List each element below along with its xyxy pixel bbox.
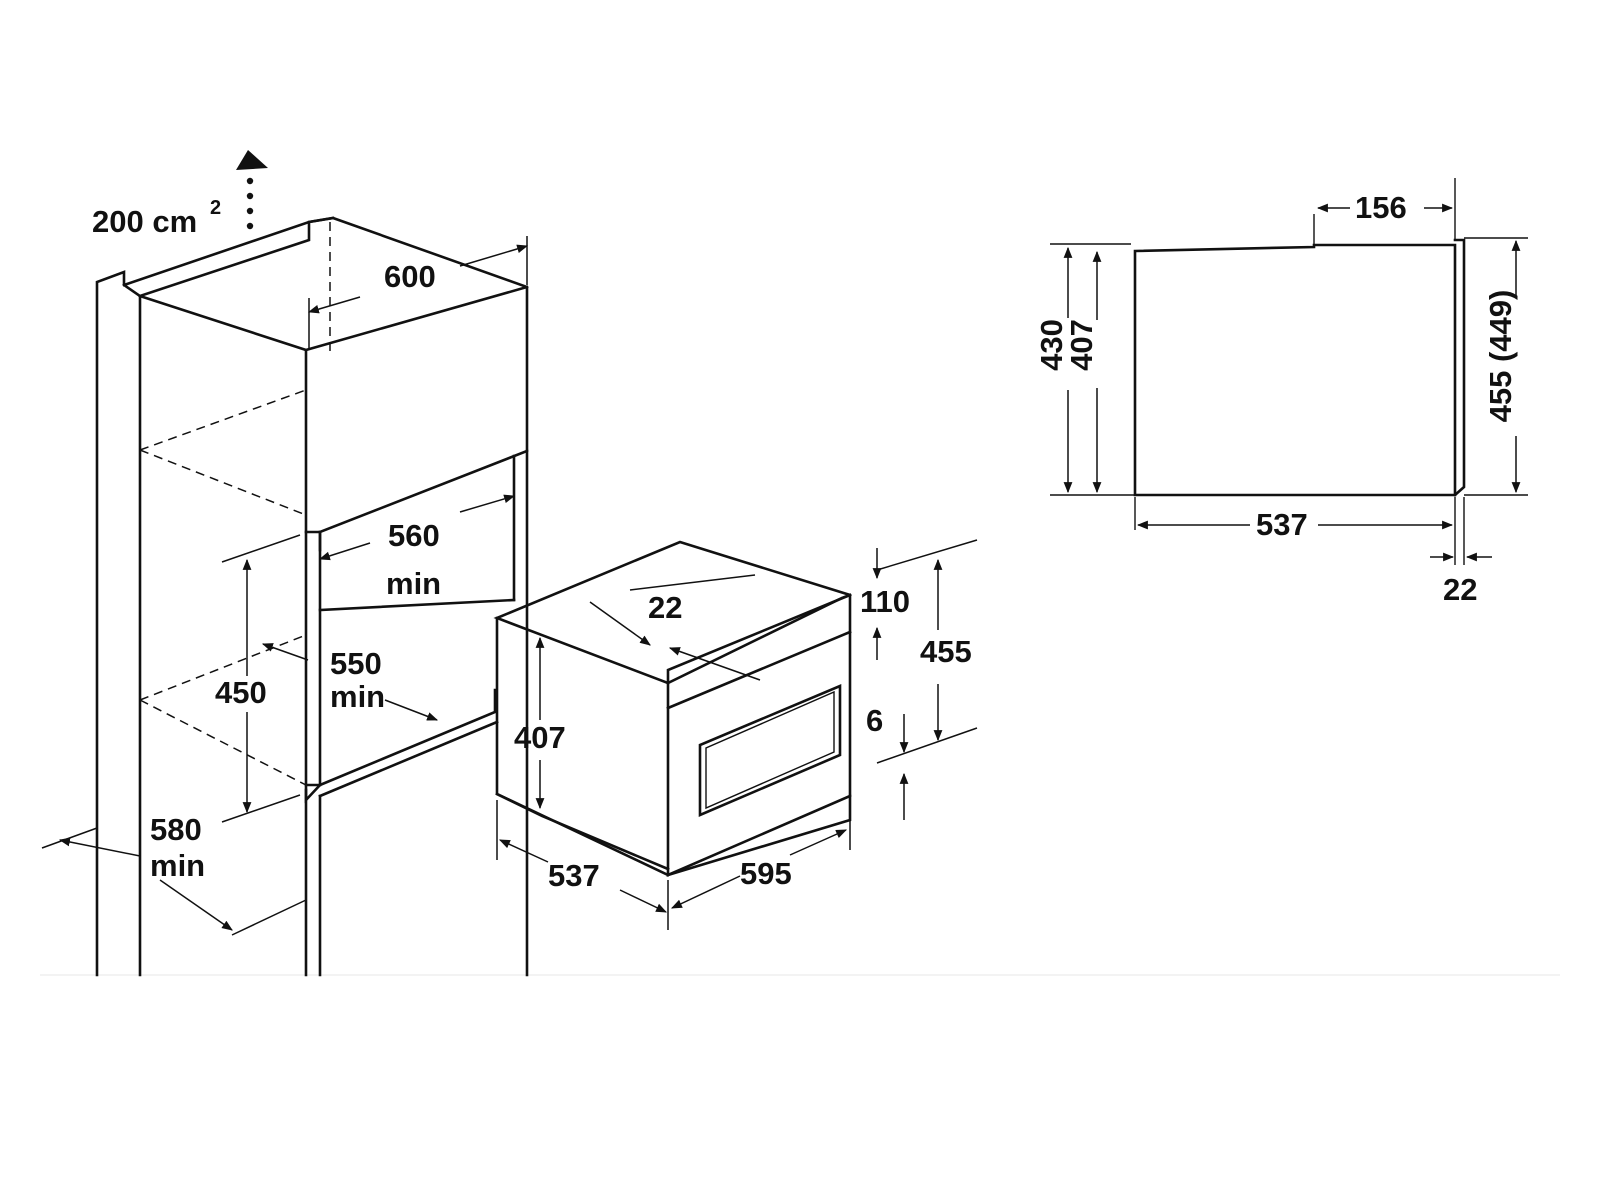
cabinet [95, 216, 529, 977]
door-top-edge [666, 593, 852, 685]
oven-window [698, 684, 842, 817]
vent-arrow [236, 150, 268, 230]
side-body [1133, 243, 1457, 497]
vent-area-label: 200 cm [92, 204, 197, 239]
shelf-front [304, 783, 323, 804]
cabinet-top-front-edge [138, 294, 308, 352]
bottom-gap-label: 6 [866, 703, 883, 738]
cabinet-top-box [138, 216, 529, 534]
hidden-line [139, 449, 307, 516]
cabinet-depth-min-label: min [150, 848, 205, 883]
oven-width-label: 595 [740, 856, 792, 891]
cabinet-depth-label: 580 [150, 812, 202, 847]
niche-height-label: 450 [215, 675, 267, 710]
oven-height-label: 407 [514, 720, 566, 755]
oven-window-inner [705, 690, 835, 810]
oven-bottom-edge [495, 792, 670, 871]
side-dimensions [1063, 203, 1521, 562]
control-strip-edge [666, 630, 852, 710]
shelf-lower-edge [318, 720, 499, 798]
niche-depth-label: 550 [330, 646, 382, 681]
side-depth-label: 537 [1256, 507, 1308, 542]
niche-depth-min-label: min [330, 679, 385, 714]
hidden-line [139, 389, 307, 451]
vent-area-exponent: 2 [210, 197, 221, 219]
cabinet-left-panel [95, 270, 142, 977]
oven-depth-label: 537 [548, 858, 600, 893]
labels: 200 cm 2 600 560 min 550 min 450 580 min… [92, 190, 1518, 893]
cabinet-dimensions [41, 236, 529, 936]
niche-floor-front [318, 688, 497, 787]
niche-inner-width-label: 560 [388, 518, 440, 553]
side-top-offset-label: 156 [1355, 190, 1407, 225]
side-door [1453, 238, 1466, 497]
side-front-height-label: 455 (449) [1483, 290, 1518, 423]
hidden-line [139, 699, 307, 786]
front-height-label: 455 [920, 634, 972, 669]
niche-inner-width-min-label: min [386, 566, 441, 601]
niche-width-label: 600 [384, 259, 436, 294]
side-height-body-label: 407 [1064, 319, 1099, 371]
oven-dimensions [496, 539, 978, 930]
side-door-label: 22 [1443, 572, 1477, 607]
side-view [1050, 178, 1528, 565]
side-height-outer-label: 430 [1034, 319, 1069, 371]
oven [493, 540, 852, 877]
niche-back-edge [318, 598, 516, 612]
door-thickness-label: 22 [648, 590, 682, 625]
top-gap-label: 110 [860, 584, 910, 619]
